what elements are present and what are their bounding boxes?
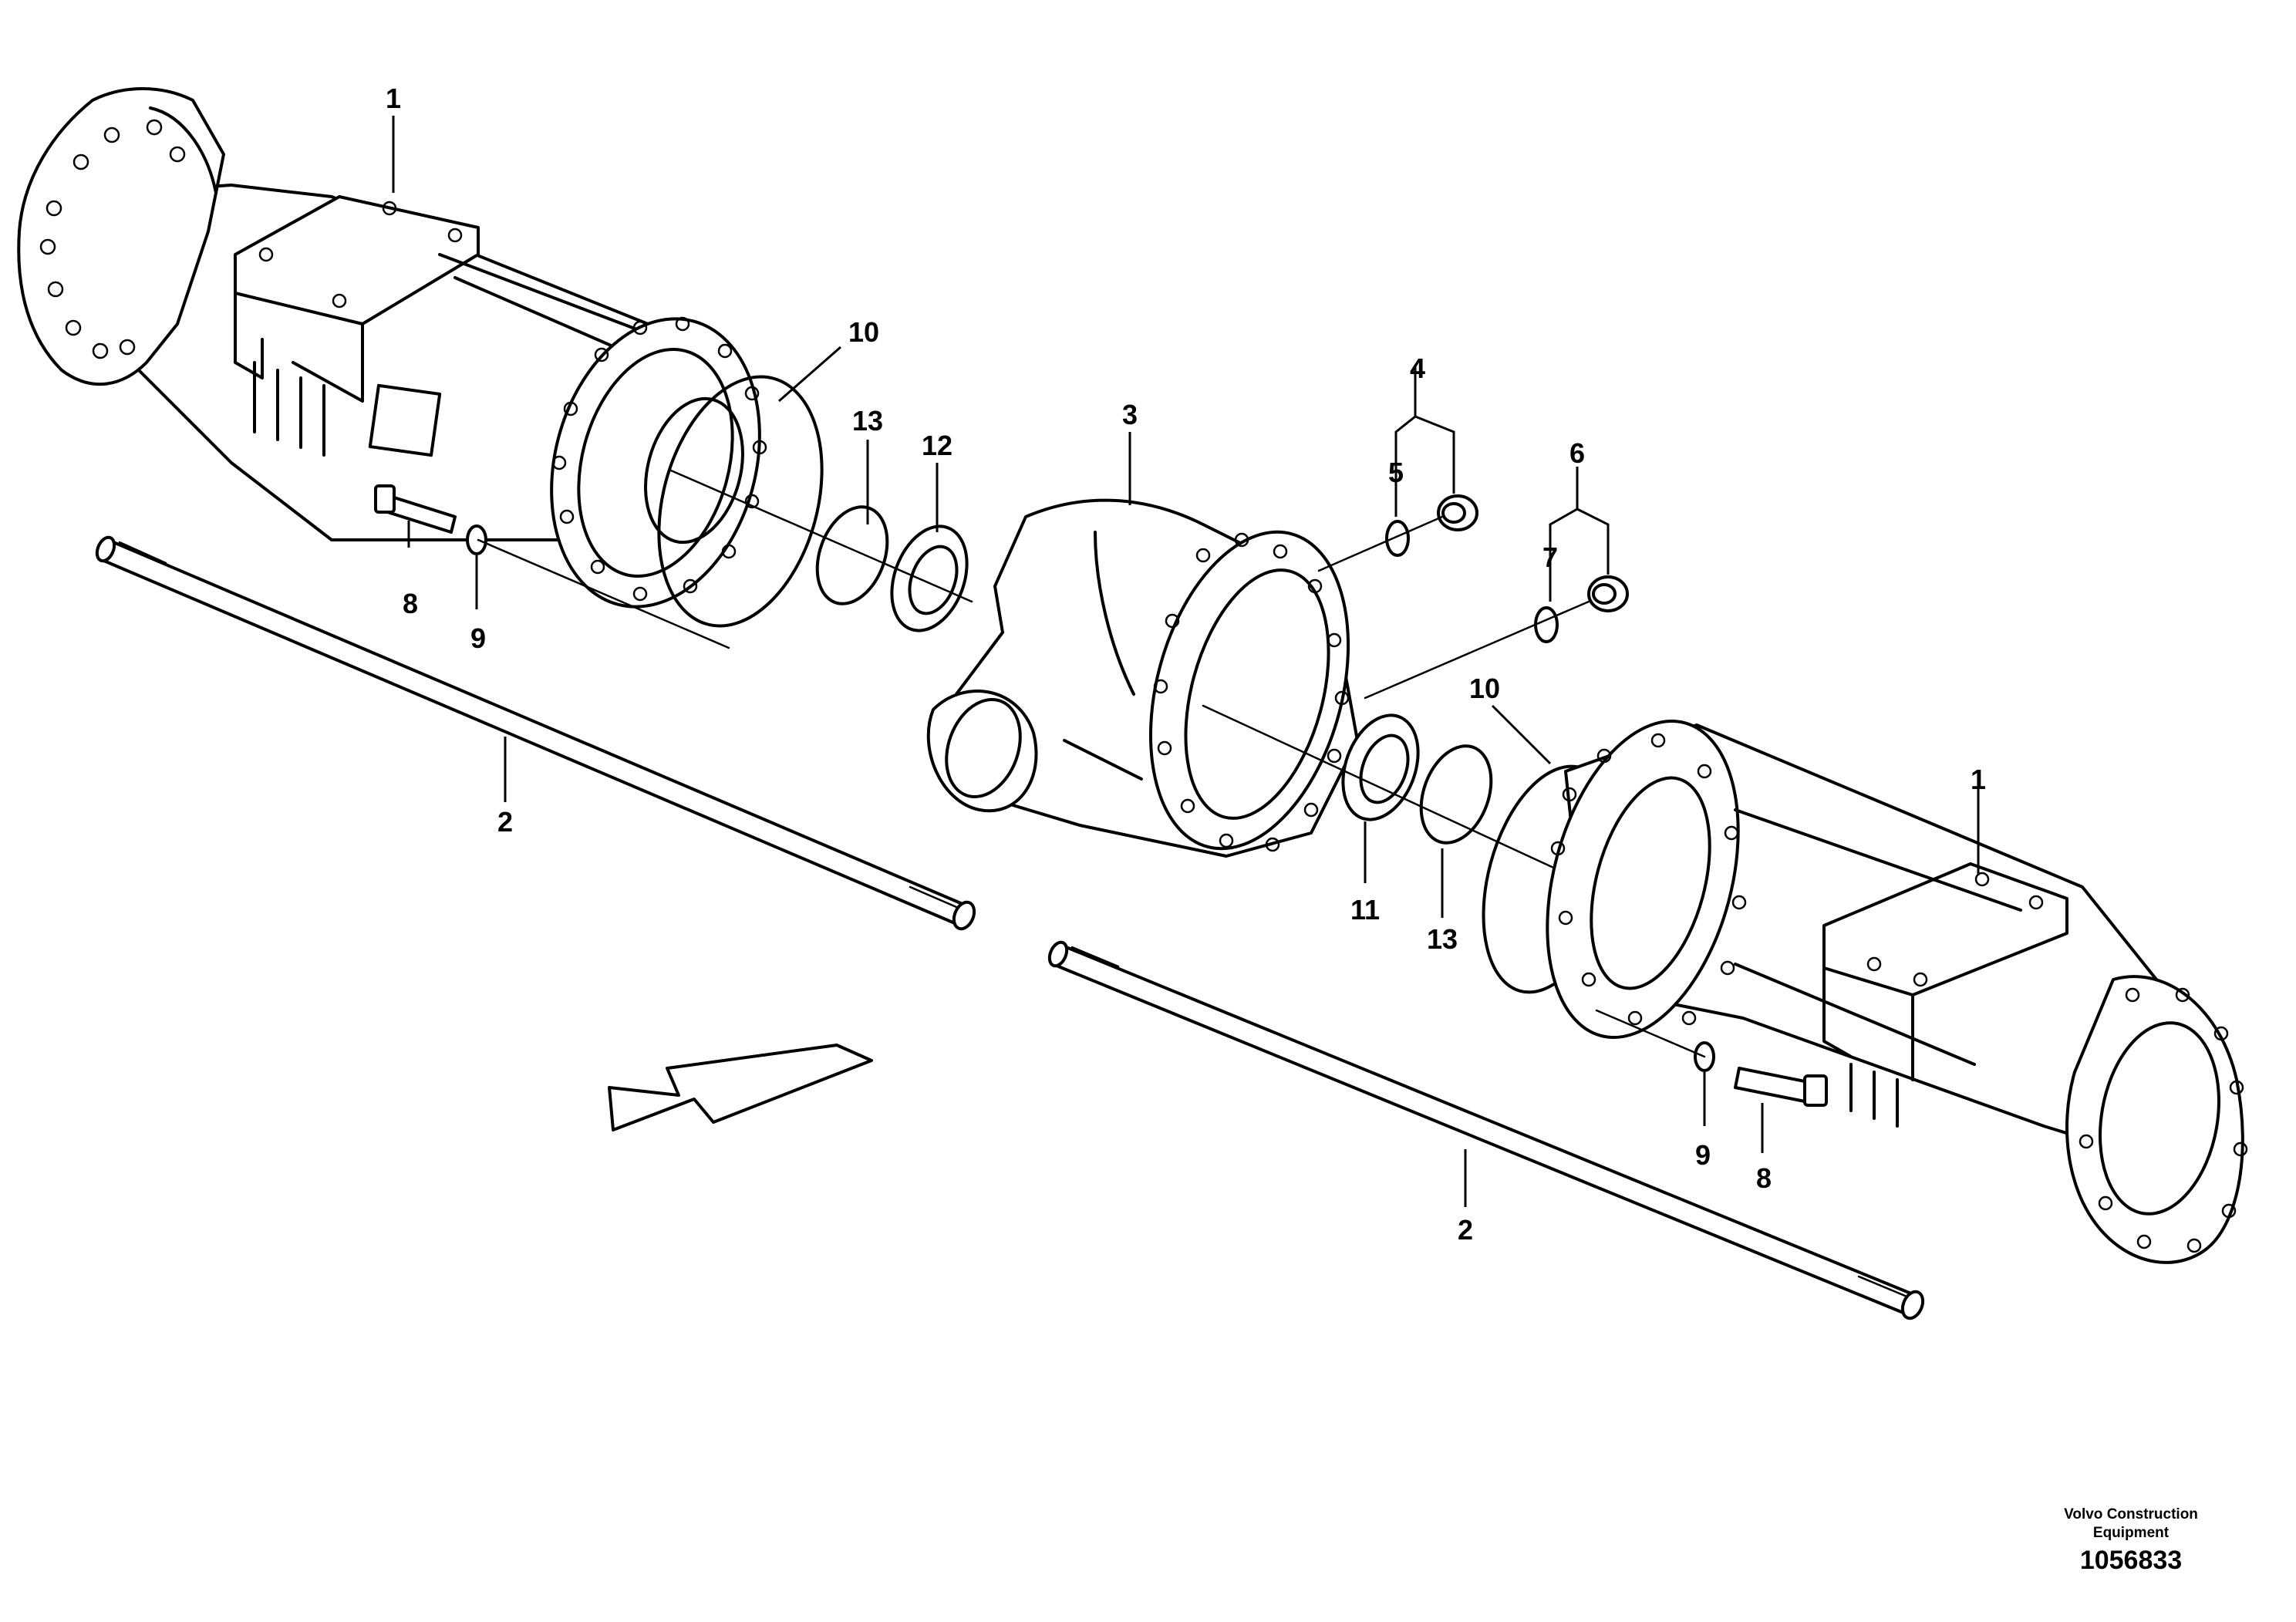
washer-9-left <box>466 524 487 555</box>
callout-7: 7 <box>1542 541 1558 573</box>
forward-direction-arrow-icon <box>608 1044 873 1131</box>
callout-8-left: 8 <box>403 588 418 619</box>
right-axle-housing <box>1546 719 2248 1264</box>
callout-1-right: 1 <box>1971 764 1986 795</box>
callout-8-right: 8 <box>1756 1162 1772 1194</box>
o-ring-13-right <box>1419 744 1493 845</box>
plug-4 <box>1437 494 1478 531</box>
bearing-11 <box>1341 713 1420 821</box>
callout-4: 4 <box>1410 352 1425 384</box>
o-ring-10-left <box>657 375 824 628</box>
callout-3: 3 <box>1122 399 1138 430</box>
callout-9-right: 9 <box>1695 1139 1711 1171</box>
plug-6 <box>1587 575 1629 612</box>
document-number: 1056833 <box>2079 1546 2183 1575</box>
o-ring-5 <box>1385 520 1410 557</box>
bolt-8-right <box>1734 1067 1828 1107</box>
callout-2-right: 2 <box>1458 1214 1473 1246</box>
callout-5: 5 <box>1388 457 1404 488</box>
callout-11: 11 <box>1350 894 1380 926</box>
callout-13-right: 13 <box>1427 923 1458 955</box>
callout-10-left: 10 <box>848 316 879 348</box>
leader-lines <box>392 116 1980 1207</box>
bolt-8-left <box>374 484 457 534</box>
callout-13-left: 13 <box>852 405 883 437</box>
bearing-12 <box>890 524 969 632</box>
callout-6: 6 <box>1569 437 1585 469</box>
callout-9-left: 9 <box>470 622 486 654</box>
callout-10-right: 10 <box>1469 673 1500 704</box>
o-ring-7 <box>1534 606 1559 643</box>
callout-1-left: 1 <box>386 83 401 114</box>
differential-carrier <box>926 498 1359 858</box>
right-axle-shaft <box>1047 940 1925 1320</box>
left-axle-shaft <box>95 535 976 931</box>
o-ring-13-left <box>815 505 889 605</box>
callout-2-left: 2 <box>497 806 513 838</box>
callout-12: 12 <box>922 430 952 461</box>
publisher-credit: Volvo Construction Equipment <box>2064 1506 2198 1541</box>
left-axle-housing <box>17 87 767 609</box>
